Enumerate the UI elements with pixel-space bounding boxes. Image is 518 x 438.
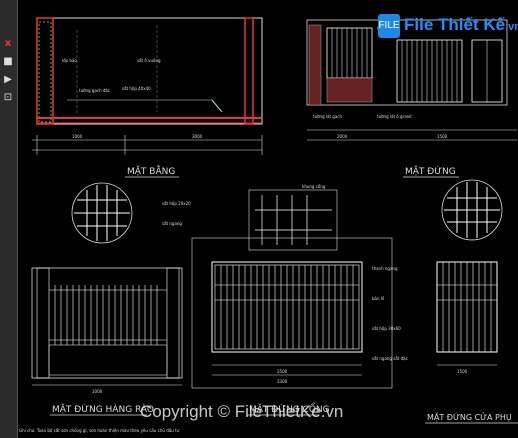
elevation-title: MẶT ĐỨNG <box>405 165 456 177</box>
plan-drawing <box>32 17 263 155</box>
side-gate-title: MẶT ĐỨNG CỬA PHỤ <box>427 411 512 423</box>
close-icon[interactable]: x <box>4 38 12 49</box>
copyright-watermark: Copyright © FileThietKe.vn <box>140 402 344 421</box>
detail-note-2: sắt hộp 20x20 <box>162 201 191 206</box>
plan-note-1: lớp bảo <box>62 58 77 63</box>
plan-dim-1: 1000 <box>72 134 83 139</box>
side-gate-elevation <box>436 261 498 366</box>
plan-dim-2: 3000 <box>192 134 203 139</box>
gate-note-1: thanh ngang <box>372 266 398 271</box>
cad-toolbar: x ■ ▶ ⊡ <box>0 0 18 438</box>
plan-note-4: sắt hộp 40x40 <box>122 86 151 91</box>
fence-dim: 1000 <box>92 389 103 394</box>
main-gate-elevation <box>191 237 393 389</box>
plan-note-2: sắt ô vuông <box>137 58 161 63</box>
cad-drawing-canvas[interactable]: lớp bảo sắt ô vuông tường gạch đặc sắt h… <box>17 0 518 438</box>
logo-text: File Thiết Kế.vn <box>404 15 518 35</box>
elev-note-2: tường lát gạch <box>313 114 342 119</box>
elev-dim-1: 2000 <box>337 134 348 139</box>
gate-dim-2: 3300 <box>277 379 288 384</box>
main-gate-title: MẶT ĐỨNG CỔNG <box>249 402 330 415</box>
gate-note-2: bản lề <box>372 296 385 301</box>
fence-elevation <box>31 267 183 386</box>
general-note: Ghi chú: Toàn bộ sắt sơn chống gỉ, sơn h… <box>19 428 180 433</box>
logo-name: File Thiết Kế <box>404 15 506 34</box>
gate-dim-1: 2500 <box>277 369 288 374</box>
front-elevation <box>306 19 517 141</box>
layout-icon[interactable]: ⊡ <box>3 92 13 103</box>
gate-note-4: sắt ngang sắt đặc <box>372 356 408 361</box>
stop-icon[interactable]: ■ <box>3 56 13 67</box>
logo-suffix: .vn <box>505 21 518 33</box>
plan-title: MẶT BẰNG <box>127 164 175 177</box>
detail-circles <box>71 179 503 251</box>
gate-note-3: sắt hộp 30x60 <box>372 326 401 331</box>
elev-note-3: tường lát ô granit <box>377 114 412 119</box>
fence-title: MẶT ĐỨNG HÀNG RÀO <box>52 403 154 415</box>
elev-dim-2: 1500 <box>437 134 448 139</box>
plan-note-3: tường gạch đặc <box>79 88 110 93</box>
detail-note-1: khung cổng <box>302 184 326 189</box>
site-logo: FILE File Thiết Kế.vn <box>378 12 518 42</box>
detail-note-3: sắt ngang <box>162 221 182 226</box>
play-icon[interactable]: ▶ <box>4 74 12 85</box>
side-dim: 1500 <box>457 369 468 374</box>
logo-mark: FILE <box>378 14 400 38</box>
